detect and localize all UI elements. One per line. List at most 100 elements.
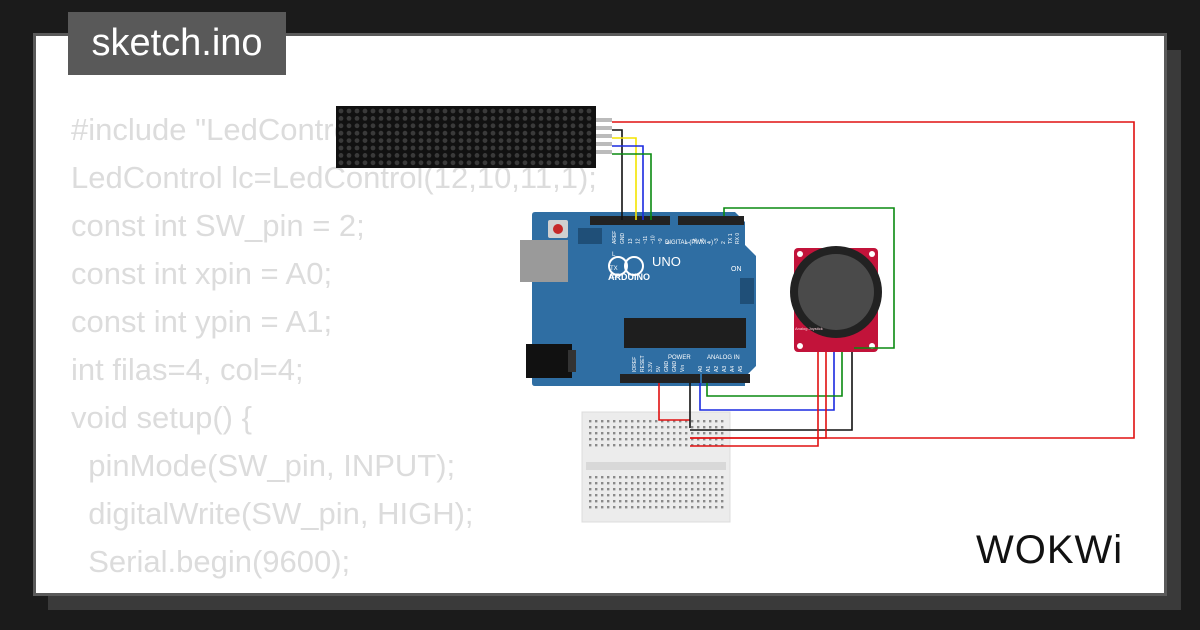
breadboard-hole <box>649 420 652 423</box>
breadboard-hole <box>631 438 634 441</box>
breadboard-hole <box>661 438 664 441</box>
breadboard-hole <box>691 438 694 441</box>
pin-label: A2 <box>714 366 720 372</box>
led-dot <box>394 160 400 166</box>
led-dot <box>474 116 480 121</box>
led-dot <box>482 123 488 129</box>
breadboard-hole <box>721 482 724 485</box>
led-dot <box>562 116 568 121</box>
led-dot <box>362 123 368 129</box>
breadboard-hole <box>625 482 628 485</box>
led-dot <box>458 153 464 158</box>
led-dot <box>442 108 448 114</box>
breadboard-hole <box>589 476 592 479</box>
breadboard-hole <box>685 482 688 485</box>
led-dot <box>458 130 464 136</box>
led-dot <box>490 160 496 166</box>
led-dot <box>386 138 392 144</box>
breadboard-hole <box>607 488 610 491</box>
breadboard-hole <box>703 494 706 497</box>
led-dot <box>466 116 472 121</box>
breadboard-hole <box>637 476 640 479</box>
led-dot <box>522 153 528 158</box>
pin-label: Vin <box>680 365 686 372</box>
led-dot <box>570 123 576 129</box>
breadboard-hole <box>685 444 688 447</box>
led-dot <box>586 116 592 121</box>
breadboard-hole <box>667 438 670 441</box>
led-dot <box>402 123 408 129</box>
breadboard-hole <box>673 432 676 435</box>
pin-label: ~9 <box>658 238 664 244</box>
led-dot <box>394 123 400 129</box>
arduino-uno-board[interactable]: UNO ARDUINO ON DIGITAL (PWM ~) POWER ANA… <box>520 212 756 386</box>
wire-red-matrix-vcc <box>612 121 1135 439</box>
led-dot <box>458 108 464 114</box>
led-dot <box>402 108 408 114</box>
led-dot <box>530 108 536 114</box>
breadboard-hole <box>613 506 616 509</box>
breadboard-hole <box>625 506 628 509</box>
breadboard-hole <box>589 482 592 485</box>
led-dot <box>522 108 528 114</box>
board-model: UNO <box>652 254 681 269</box>
led-dot <box>442 130 448 136</box>
breadboard-hole <box>589 426 592 429</box>
breadboard-hole <box>667 444 670 447</box>
led-dot <box>538 116 544 121</box>
breadboard-hole <box>631 444 634 447</box>
breadboard-hole <box>703 438 706 441</box>
breadboard-hole <box>637 494 640 497</box>
led-dot <box>586 108 592 114</box>
led-dot <box>474 160 480 166</box>
breadboard-hole <box>697 482 700 485</box>
led-dot <box>490 138 496 144</box>
led-dot <box>554 145 560 151</box>
led-dot <box>578 116 584 121</box>
breadboard-hole <box>661 426 664 429</box>
breadboard-hole <box>613 494 616 497</box>
joystick-knob[interactable] <box>798 254 874 330</box>
breadboard-hole <box>715 420 718 423</box>
breadboard-hole <box>643 500 646 503</box>
led-matrix-module[interactable] <box>336 106 612 168</box>
breadboard-hole <box>673 482 676 485</box>
breadboard-hole <box>679 426 682 429</box>
breadboard-hole <box>721 488 724 491</box>
led-dot <box>554 123 560 129</box>
led-dot <box>418 130 424 136</box>
breadboard-hole <box>655 438 658 441</box>
breadboard-hole <box>619 506 622 509</box>
wire-black-matrix-gnd <box>612 129 623 220</box>
breadboard-hole <box>595 426 598 429</box>
led-dot <box>354 160 360 166</box>
led-dot <box>410 145 416 151</box>
breadboard-hole <box>631 500 634 503</box>
breadboard-hole <box>691 488 694 491</box>
led-dot <box>346 138 352 144</box>
breadboard-hole <box>673 426 676 429</box>
breadboard-hole <box>691 482 694 485</box>
led-dot <box>434 145 440 151</box>
led-dot <box>482 160 488 166</box>
breadboard-hole <box>595 500 598 503</box>
breadboard-hole <box>655 432 658 435</box>
breadboard[interactable] <box>581 411 731 523</box>
breadboard-hole <box>589 420 592 423</box>
led-dot <box>362 145 368 151</box>
analog-joystick[interactable]: Analog Joystick <box>790 246 882 352</box>
led-dot <box>498 123 504 129</box>
led-dot <box>562 130 568 136</box>
breadboard-hole <box>589 500 592 503</box>
breadboard-hole <box>637 488 640 491</box>
led-dot <box>354 138 360 144</box>
led-dot <box>466 130 472 136</box>
window-title: sketch.ino <box>68 12 286 75</box>
breadboard-hole <box>673 500 676 503</box>
breadboard-hole <box>697 488 700 491</box>
led-dot <box>474 145 480 151</box>
led-dot <box>530 130 536 136</box>
breadboard-hole <box>595 488 598 491</box>
breadboard-hole <box>685 420 688 423</box>
led-dot <box>546 116 552 121</box>
